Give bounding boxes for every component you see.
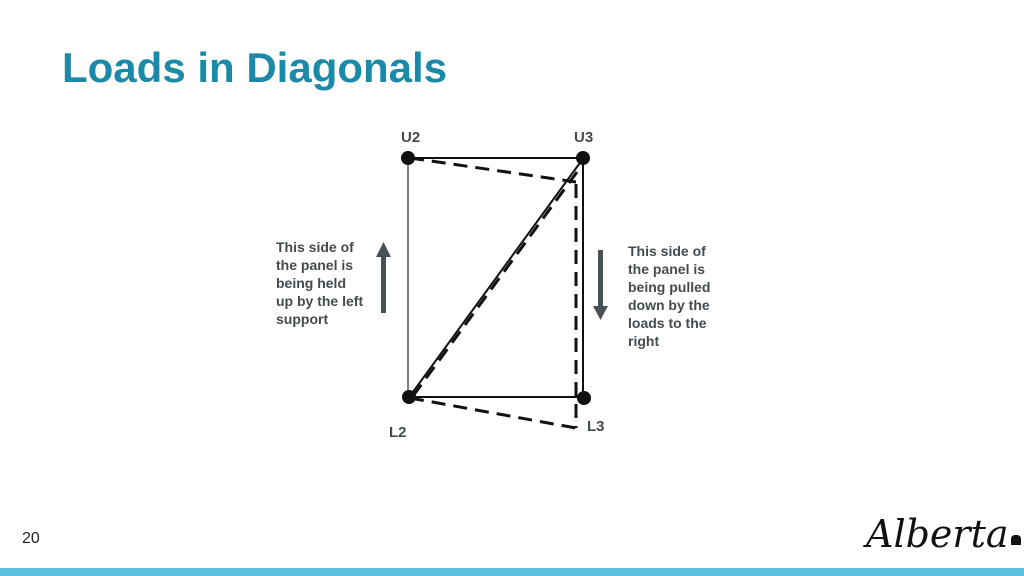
annotation-line: This side of: [276, 239, 354, 255]
annotation-line: up by the left: [276, 293, 364, 309]
node-label-u2: U2: [401, 129, 421, 146]
annotation-line: being held: [276, 275, 346, 291]
diagonal-member: [409, 159, 583, 397]
joint-l3: [577, 391, 591, 405]
annotation-line: being pulled: [628, 279, 711, 295]
left-support-annotation: This side of the panel is being held up …: [276, 238, 363, 328]
node-label-l2: L2: [389, 424, 407, 441]
alberta-logo: Alberta: [866, 512, 1021, 556]
bottom-accent-bar: [0, 568, 1024, 576]
deformed-top-chord: [409, 156, 577, 184]
deformed-bottom-chord: [409, 396, 577, 430]
logo-wordmark: Alberta: [866, 512, 1009, 556]
annotation-line: the panel is: [628, 261, 706, 277]
logo-mark-icon: [1010, 535, 1021, 545]
down-arrow-icon: [593, 250, 608, 320]
deformed-diagonal: [411, 171, 579, 397]
joint-l2: [402, 390, 416, 404]
page-number: 20: [22, 530, 40, 547]
annotation-line: down by the: [628, 297, 710, 313]
up-arrow-icon: [376, 242, 391, 313]
node-label-u3: U3: [574, 129, 594, 146]
joint-u2: [401, 151, 415, 165]
right-load-annotation: This side of the panel is being pulled d…: [628, 242, 710, 350]
annotation-line: the panel is: [276, 257, 354, 273]
slide-title: Loads in Diagonals: [62, 44, 448, 91]
annotation-line: loads to the: [628, 315, 707, 331]
node-label-l3: L3: [587, 418, 605, 435]
annotation-line: support: [276, 311, 329, 327]
joint-u3: [576, 151, 590, 165]
annotation-line: right: [628, 333, 660, 349]
annotation-line: This side of: [628, 243, 706, 259]
